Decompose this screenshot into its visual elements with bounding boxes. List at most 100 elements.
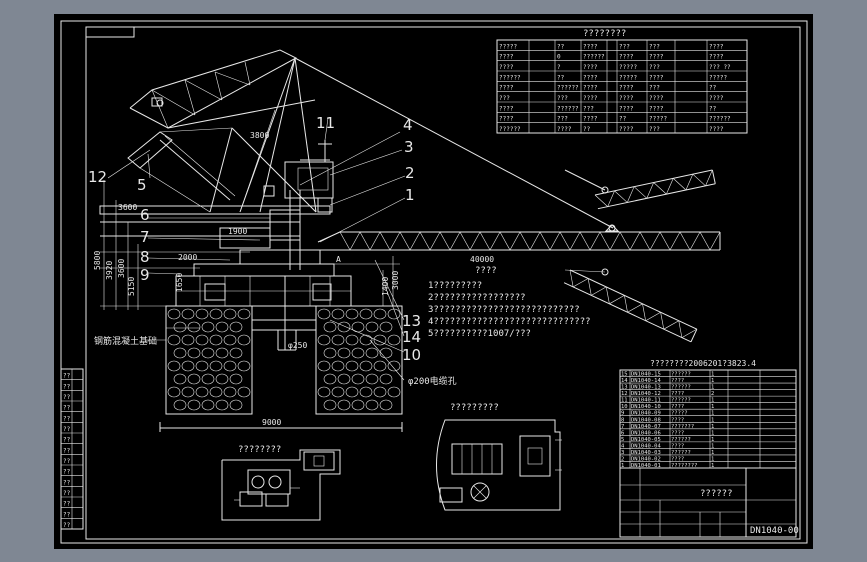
parts-cell: ?????: [709, 74, 727, 81]
rubble-stone: [229, 373, 243, 385]
dim-upper-3: 2000: [178, 253, 197, 262]
rubble-stone: [323, 373, 337, 385]
rubble-stone: [365, 373, 379, 385]
boom-brace: [409, 231, 421, 251]
dim-left-4: 1650: [175, 273, 184, 292]
rubble-stone: [237, 308, 251, 320]
parts-cell: ????: [499, 64, 514, 71]
rubble-stone: [167, 360, 181, 372]
rubble-stone: [173, 373, 187, 385]
boom-brace: [609, 231, 621, 251]
strip-label: ??: [63, 373, 71, 380]
bom-cell: DN1040-02: [631, 456, 661, 462]
parts-cell: ???: [649, 64, 660, 71]
strip-label: ??: [63, 426, 71, 433]
rubble-stone: [173, 347, 187, 359]
boom-brace: [627, 303, 643, 313]
part-label-11: 11: [316, 114, 335, 132]
bom-cell: 2: [621, 456, 624, 462]
parts-cell: ?????: [649, 116, 667, 123]
bom-cell: 1: [711, 417, 714, 423]
portal-base: [175, 263, 352, 350]
rubble-stone: [387, 386, 401, 398]
foundation-note: 钢筋混凝土基础: [94, 335, 157, 347]
boom-brace: [569, 269, 574, 287]
boom-tie-cable: [294, 57, 614, 229]
bom-cell: 1: [711, 450, 714, 456]
parts-cell: ???: [557, 116, 568, 123]
counter-jib: [129, 49, 316, 129]
strip-label: ??: [63, 511, 71, 518]
parts-cell: ????: [499, 116, 514, 123]
boom-brace: [549, 231, 561, 251]
bom-cell: DN1040-06: [631, 430, 661, 436]
rubble-stone: [229, 399, 243, 411]
boom-brace: [349, 231, 361, 251]
bom-cell: 10: [621, 404, 628, 410]
rubble-stone: [379, 321, 393, 333]
parts-cell: ??: [557, 43, 565, 50]
part-label-12: 12: [88, 168, 107, 186]
bom-cell: ??????: [671, 450, 691, 456]
rubble-stone: [201, 373, 215, 385]
bom-cell: 1: [711, 430, 714, 436]
boom-brace: [589, 231, 601, 251]
bom-cell: ????: [671, 404, 684, 410]
bom-cell: DN1040-12: [631, 391, 661, 397]
bom-cell: 1: [711, 385, 714, 391]
boom-brace: [339, 231, 351, 251]
parts-cell: ??: [709, 85, 717, 92]
dim-left-3: 5150: [127, 277, 136, 296]
boom-brace: [489, 231, 501, 251]
boom-brace: [709, 231, 721, 251]
bom-cell: 1: [711, 398, 714, 404]
bom-cell: DN1040-08: [631, 417, 661, 423]
rubble-stone: [317, 308, 331, 320]
rubble-stone: [317, 334, 331, 346]
dim-right-1: 3000: [391, 271, 400, 290]
bom-cell: 1: [711, 372, 714, 378]
parts-cell: ?????: [619, 64, 637, 71]
strip-label: ??: [63, 447, 71, 454]
parts-cell: ????: [583, 43, 598, 50]
rubble-stone: [317, 360, 331, 372]
bom-cell: 7: [621, 424, 624, 430]
parts-cell: ??? ??: [709, 64, 731, 71]
rubble-stone: [195, 360, 209, 372]
rubble-stone: [215, 347, 229, 359]
dim-boom-length: 40000: [470, 255, 494, 264]
rubble-stone: [181, 308, 195, 320]
bom-cell: 9: [621, 411, 624, 417]
bom-cell: 13: [621, 385, 628, 391]
rubble-stone: [359, 334, 373, 346]
parts-cell: ????: [557, 126, 572, 133]
boom-brace: [479, 231, 491, 251]
parts-cell: ???: [649, 126, 660, 133]
boom-brace: [639, 231, 651, 251]
parts-cell: ????: [499, 85, 514, 92]
boom-brace: [469, 231, 481, 251]
bom-cell: 1: [711, 411, 714, 417]
bom-cell: 1: [711, 456, 714, 462]
boom-brace: [653, 182, 667, 195]
tech-req-item: 2?????????????????: [428, 293, 526, 303]
rubble-stone: [201, 321, 215, 333]
level-mark-a: A: [336, 255, 341, 264]
boom-brace: [449, 231, 461, 251]
dim-right-0: 1400: [381, 277, 390, 296]
dim-left-0: 5800: [93, 251, 102, 270]
cab-view-title: ?????????: [450, 403, 499, 413]
tech-req-title: ????: [475, 266, 497, 276]
strip-label: ??: [63, 479, 71, 486]
machine-house: [263, 140, 334, 213]
bom-cell: 14: [621, 378, 628, 384]
rubble-stone: [373, 334, 387, 346]
parts-cell: ????: [649, 74, 664, 81]
parts-cell: ????: [709, 43, 724, 50]
parts-cell: ????: [619, 54, 634, 61]
parts-cell: ????: [649, 54, 664, 61]
part-label-5: 5: [137, 176, 147, 194]
rubble-stone: [351, 373, 365, 385]
dim-base-width: 9000: [262, 418, 281, 427]
